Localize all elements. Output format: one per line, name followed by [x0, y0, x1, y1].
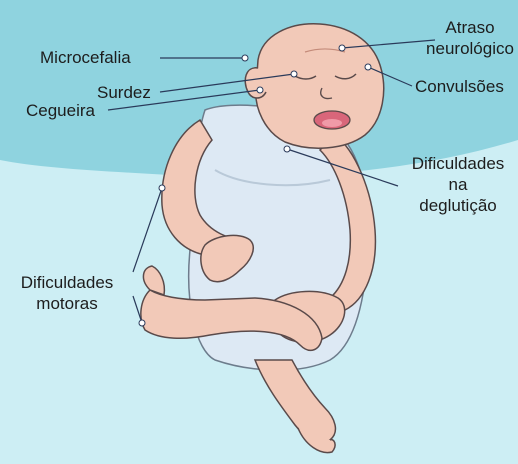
label-atraso-line2: neurológico	[420, 38, 518, 59]
dot-motoras-arm	[159, 185, 165, 191]
dot-motoras-leg	[139, 320, 145, 326]
label-degluticao: Dificuldades na deglutição	[400, 153, 516, 216]
dot-convulsoes	[365, 64, 371, 70]
label-microcefalia: Microcefalia	[40, 47, 131, 68]
label-motoras-line1: Dificuldades	[4, 272, 130, 293]
dot-surdez	[291, 71, 297, 77]
label-surdez: Surdez	[97, 82, 151, 103]
dot-cegueira	[257, 87, 263, 93]
dot-atraso	[339, 45, 345, 51]
label-degluticao-line1: Dificuldades	[400, 153, 516, 174]
label-degluticao-line3: deglutição	[400, 195, 516, 216]
label-cegueira: Cegueira	[26, 100, 95, 121]
tongue	[322, 119, 342, 127]
label-motoras: Dificuldades motoras	[4, 272, 130, 314]
dot-degluticao	[284, 146, 290, 152]
head	[256, 24, 384, 148]
label-motoras-line2: motoras	[4, 293, 130, 314]
label-atraso-line1: Atraso	[420, 17, 518, 38]
label-convulsoes: Convulsões	[415, 76, 504, 97]
dot-microcefalia	[242, 55, 248, 61]
label-atraso: Atraso neurológico	[420, 17, 518, 59]
label-degluticao-line2: na	[400, 174, 516, 195]
